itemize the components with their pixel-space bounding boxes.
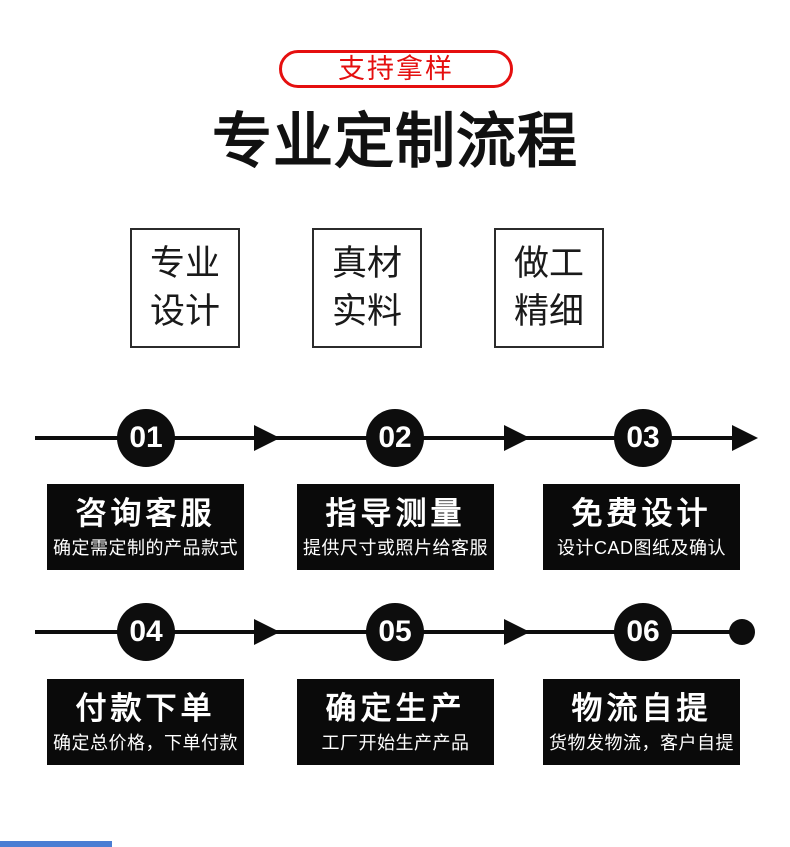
step-card-title: 免费设计 — [571, 495, 712, 531]
feature-line: 做工 — [513, 244, 584, 283]
step-card-title: 咨询客服 — [75, 495, 216, 531]
step-card-desc: 工厂开始生产产品 — [321, 732, 470, 753]
step-circle-04: 04 — [117, 603, 175, 661]
page-title: 专业定制流程 — [212, 108, 578, 175]
arrow-right-icon — [504, 425, 530, 451]
feature-line: 设计 — [149, 292, 220, 331]
feature-box-workmanship: 做工 精细 — [494, 228, 604, 348]
step-number: 05 — [378, 615, 412, 648]
step-card-04: 付款下单 确定总价格，下单付款 — [47, 679, 244, 765]
step-card-03: 免费设计 设计CAD图纸及确认 — [543, 484, 740, 570]
step-number: 03 — [626, 421, 660, 454]
step-card-desc: 货物发物流，客户自提 — [549, 732, 734, 753]
feature-line: 专业 — [149, 244, 220, 283]
feature-box-material: 真材 实料 — [312, 228, 422, 348]
feature-box-design: 专业 设计 — [130, 228, 240, 348]
arrow-right-icon — [254, 619, 280, 645]
arrow-right-icon — [504, 619, 530, 645]
promo-badge-label: 支持拿样 — [338, 53, 454, 84]
feature-line: 实料 — [331, 292, 402, 331]
step-card-title: 指导测量 — [325, 495, 466, 531]
step-card-desc: 提供尺寸或照片给客服 — [303, 537, 488, 558]
step-card-desc: 确定需定制的产品款式 — [53, 537, 238, 558]
step-number: 02 — [378, 421, 412, 454]
step-number: 01 — [129, 421, 163, 454]
step-number: 06 — [626, 615, 660, 648]
step-circle-05: 05 — [366, 603, 424, 661]
arrow-right-icon — [254, 425, 280, 451]
step-number: 04 — [129, 615, 163, 648]
step-circle-01: 01 — [117, 409, 175, 467]
step-card-02: 指导测量 提供尺寸或照片给客服 — [297, 484, 494, 570]
step-card-05: 确定生产 工厂开始生产产品 — [297, 679, 494, 765]
end-dot-icon — [729, 619, 755, 645]
step-card-desc: 设计CAD图纸及确认 — [556, 537, 726, 558]
bottom-blue-strip — [0, 841, 112, 847]
step-circle-06: 06 — [614, 603, 672, 661]
step-card-01: 咨询客服 确定需定制的产品款式 — [47, 484, 244, 570]
promo-badge: 支持拿样 — [279, 50, 513, 88]
step-card-title: 付款下单 — [75, 690, 216, 726]
arrow-right-icon — [732, 425, 758, 451]
step-card-06: 物流自提 货物发物流，客户自提 — [543, 679, 740, 765]
step-card-title: 物流自提 — [571, 690, 712, 726]
step-circle-03: 03 — [614, 409, 672, 467]
feature-line: 真材 — [331, 244, 402, 283]
feature-line: 精细 — [513, 292, 584, 331]
step-card-title: 确定生产 — [325, 690, 466, 726]
step-circle-02: 02 — [366, 409, 424, 467]
step-card-desc: 确定总价格，下单付款 — [53, 732, 238, 753]
